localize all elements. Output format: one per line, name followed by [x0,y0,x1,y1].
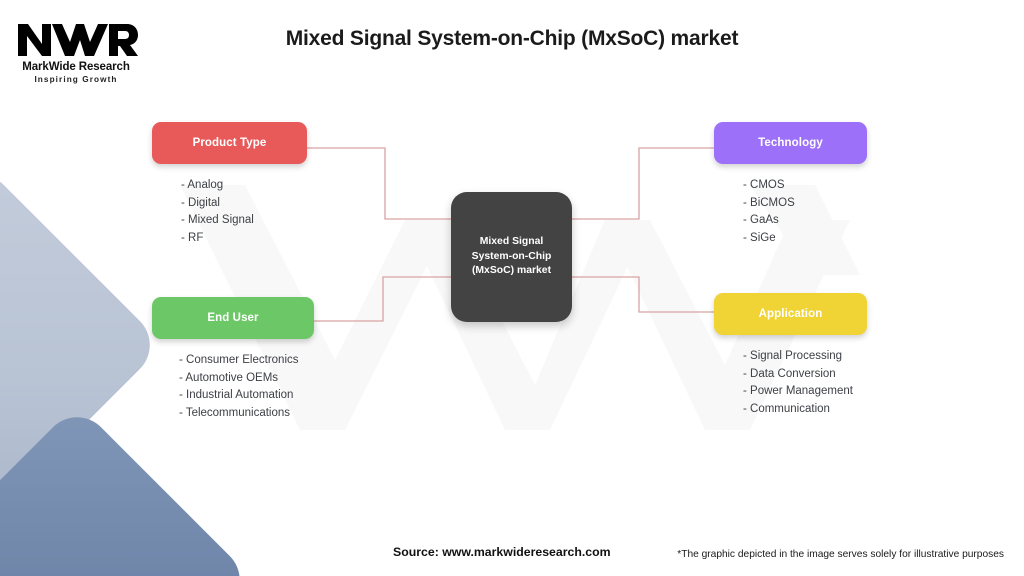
connector-product-type [307,147,452,220]
branch-product-type[interactable]: Product Type - Analog - Digital - Mixed … [152,122,307,247]
branch-application-list: - Signal Processing - Data Conversion - … [714,348,867,418]
list-item: - Power Management [743,385,853,397]
source-attribution: Source: www.markwideresearch.com [393,545,611,559]
branch-end-user-label: End User [207,312,259,324]
disclaimer-note: *The graphic depicted in the image serve… [677,549,1004,560]
branch-end-user-chip[interactable]: End User [152,297,314,339]
branch-application-chip[interactable]: Application [714,293,867,335]
logo-mwr-mark [18,24,138,56]
branch-product-type-label: Product Type [192,137,267,149]
list-item: - BiCMOS [743,196,795,209]
decorative-diamond-light [0,161,164,529]
list-item: - Analog [181,179,224,191]
list-item: - Data Conversion [743,367,836,380]
connector-application [572,276,714,313]
page-title: Mixed Signal System-on-Chip (MxSoC) mark… [285,27,739,50]
logo: MarkWide Research Inspiring Growth [14,20,138,84]
list-item: - SiGe [743,231,776,244]
list-item: - Signal Processing [743,350,843,362]
list-item: - GaAs [743,214,779,226]
list-item: - Automotive OEMs [179,371,279,384]
branch-product-type-list: - Analog - Digital - Mixed Signal - RF [152,177,307,247]
logo-tagline: Inspiring Growth [34,75,118,84]
connector-technology [572,147,717,220]
list-item: - RF [181,231,204,244]
list-item: - Mixed Signal [181,214,254,226]
list-item: - Communication [743,402,830,415]
branch-technology-list: - CMOS - BiCMOS - GaAs - SiGe [714,177,867,247]
branch-product-type-chip[interactable]: Product Type [152,122,307,164]
branch-end-user[interactable]: End User - Consumer Electronics - Automo… [152,297,314,422]
branch-technology-label: Technology [758,137,823,149]
branch-technology[interactable]: Technology - CMOS - BiCMOS - GaAs - SiGe [714,122,867,247]
list-item: - Digital [181,196,220,209]
branch-application-label: Application [758,308,823,320]
branch-application[interactable]: Application - Signal Processing - Data C… [714,293,867,418]
branch-end-user-list: - Consumer Electronics - Automotive OEMs… [152,352,314,422]
logo-company-name: MarkWide Research [22,61,130,73]
decorative-diamond-dark [0,403,254,576]
list-item: - Industrial Automation [179,389,294,401]
center-hub-label: Mixed Signal System-on-Chip (MxSoC) mark… [471,236,552,277]
branch-technology-chip[interactable]: Technology [714,122,867,164]
center-hub[interactable]: Mixed Signal System-on-Chip (MxSoC) mark… [451,192,572,322]
list-item: - Telecommunications [179,406,291,419]
connector-end-user [314,276,452,322]
list-item: - CMOS [743,179,785,191]
list-item: - Consumer Electronics [179,354,299,366]
